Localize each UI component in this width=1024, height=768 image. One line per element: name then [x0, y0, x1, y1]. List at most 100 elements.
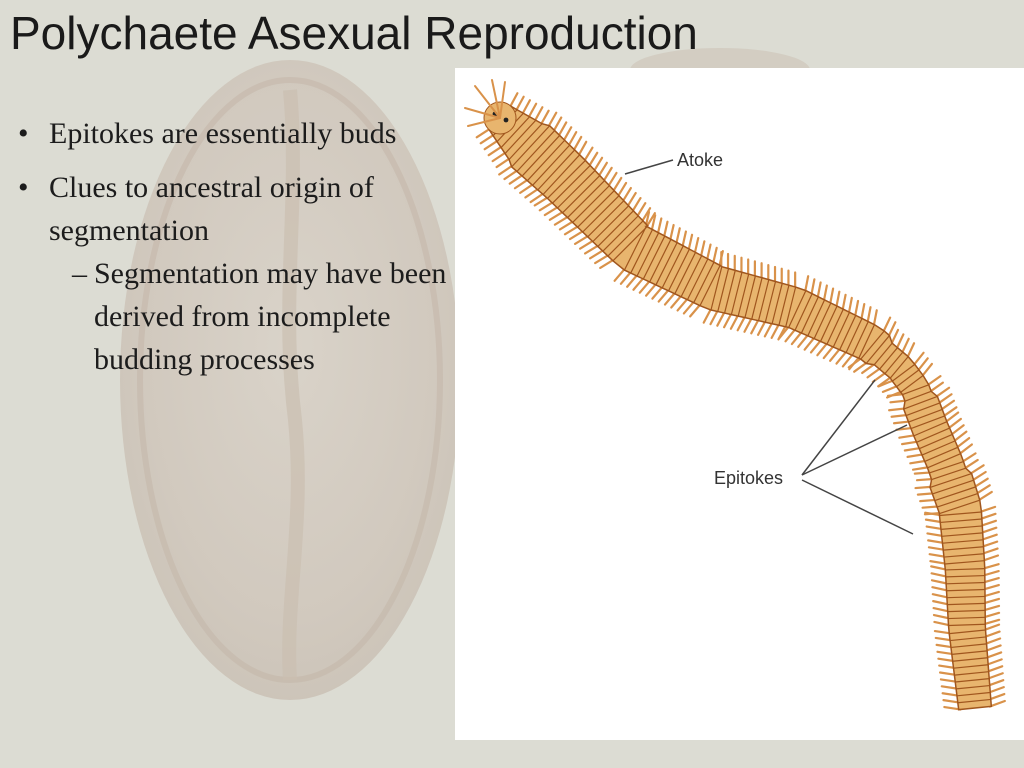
slide-title: Polychaete Asexual Reproduction [10, 7, 698, 59]
segment-line [667, 248, 690, 292]
segment-line [630, 229, 654, 274]
segment-line [944, 560, 985, 565]
segment-line [900, 375, 924, 393]
parapodium [937, 393, 953, 405]
parapodium [898, 434, 917, 439]
segment-line [879, 347, 898, 370]
epitokes-label: Epitokes [714, 468, 783, 488]
segment-line [764, 281, 777, 323]
parapodium [866, 367, 882, 379]
parapodium [887, 321, 897, 339]
parapodium [949, 424, 965, 437]
segment-line [929, 461, 964, 474]
parapodium [986, 672, 1004, 680]
bullet-list: Epitokes are essentially buds Clues to a… [16, 112, 456, 381]
segment-line [949, 629, 986, 635]
parapodium [886, 393, 905, 397]
parapodium [475, 127, 492, 139]
segment-line [951, 650, 988, 655]
parapodium [985, 665, 1004, 673]
segment-line [552, 165, 591, 204]
segment-line [946, 588, 985, 592]
parapodium [906, 342, 916, 359]
segment-line [717, 268, 730, 312]
segment-line [737, 273, 750, 317]
parapodium [933, 620, 952, 627]
segment-line [942, 539, 984, 544]
parapodium [881, 384, 899, 394]
parapodium [983, 637, 1002, 646]
parapodium [939, 678, 959, 683]
segment-line [680, 255, 703, 298]
segment-line [873, 342, 893, 366]
parapodium [892, 420, 912, 425]
segment-line [587, 200, 625, 238]
parapodium [508, 92, 519, 109]
segment-line [592, 205, 630, 243]
segment-line [661, 245, 684, 289]
epitoke-pointer-line [801, 379, 876, 476]
parapodium [906, 453, 925, 458]
worm-body [488, 105, 993, 711]
segment-line [913, 421, 948, 437]
parapodium [955, 436, 971, 450]
parapodium [941, 692, 960, 697]
segment-line [686, 258, 709, 301]
parapodium [938, 671, 958, 677]
parapodium [889, 399, 908, 404]
segment-line [952, 657, 988, 662]
parapodium [890, 413, 909, 418]
segment-line [562, 175, 601, 214]
antenna [499, 81, 506, 119]
parapodium [872, 309, 878, 328]
segment-line [953, 664, 989, 669]
segment-line [957, 698, 991, 704]
parapodium [915, 477, 935, 482]
segment-line [582, 195, 620, 233]
segment-line [903, 395, 938, 410]
segment-line [902, 384, 929, 396]
segment-line [710, 266, 723, 311]
segment-line [956, 684, 990, 690]
segment-line [526, 139, 566, 182]
segment-line [636, 232, 660, 277]
parapodium [932, 606, 951, 613]
segment-line [954, 671, 989, 676]
segment-line [655, 242, 678, 286]
segment-line [800, 296, 819, 334]
segment-line [860, 330, 885, 360]
segment-line [940, 518, 982, 524]
parapodium [937, 657, 956, 663]
parapodium [982, 618, 1001, 626]
segment-line [693, 261, 715, 303]
segment-line [771, 283, 783, 324]
segment-line [943, 546, 984, 551]
parapodium [986, 679, 1005, 687]
sub-bullet-item: Segmentation may have been derived from … [16, 252, 456, 381]
atoke-label: Atoke [677, 150, 723, 170]
parapodium [916, 357, 929, 372]
parapodium [483, 139, 500, 151]
parapodium [866, 306, 872, 325]
segment-line [905, 402, 941, 417]
segment-line [778, 285, 790, 326]
parapodium [936, 650, 955, 656]
segment-line [946, 595, 986, 599]
atoke-pointer-line [624, 159, 674, 175]
segment-line [927, 453, 961, 469]
parapodium [987, 686, 1005, 694]
segment-line [939, 499, 980, 515]
parapodium [952, 430, 968, 443]
polychaete-worm-illustration [464, 79, 1006, 711]
segment-line [845, 318, 863, 353]
segment-line [820, 305, 838, 342]
parapodium [934, 386, 951, 399]
segment-line [602, 215, 639, 252]
segment-line [945, 574, 985, 578]
segment-line [939, 511, 982, 517]
segment-line [904, 390, 932, 402]
segment-line [577, 190, 615, 228]
segment-line [948, 623, 986, 627]
parapodium [984, 651, 1003, 660]
segment-line [931, 467, 966, 481]
